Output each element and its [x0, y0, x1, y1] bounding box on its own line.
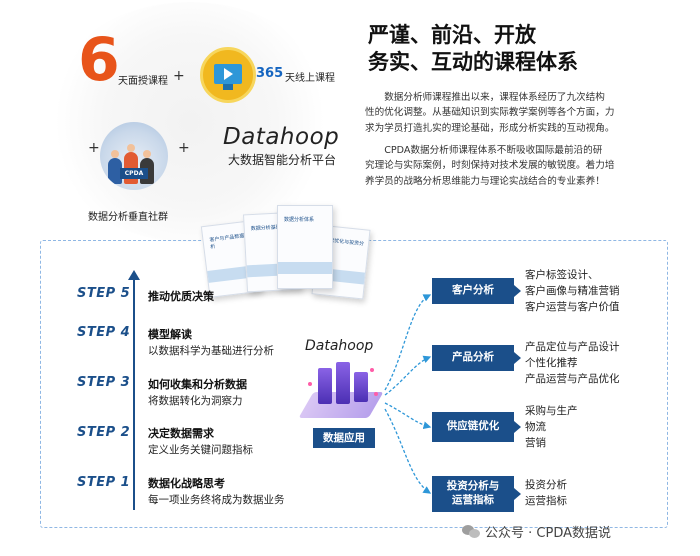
step-3-label: STEP 3 [77, 375, 131, 390]
intro-paragraph-2: CPDA数据分析师课程体系不断吸收国际最前沿的研 究理论与实际案例，时刻保持对技… [365, 143, 683, 189]
step-2-title: 决定数据需求 [148, 427, 214, 440]
pointer-icon [514, 488, 521, 500]
step-1-title: 数据化战略思考 [148, 477, 225, 490]
plus-sign-1: + [173, 68, 185, 84]
step-1-desc: 每一项业务终将成为数据业务 [148, 494, 285, 506]
module-product-features: 产品定位与产品设计 个性化推荐 产品运营与产品优化 [525, 340, 620, 387]
module-product-analysis: 产品分析 [432, 345, 514, 371]
pointer-icon [514, 352, 521, 364]
feature-item: 客户标签设计、 [525, 269, 599, 281]
feature-item: 运营指标 [525, 494, 567, 507]
feature-item: 客户画像与精准营销 [525, 284, 620, 297]
pointer-icon [514, 421, 521, 433]
module-investment-analysis: 投资分析与 运营指标 [432, 476, 514, 512]
community-badge: CPDA [120, 168, 148, 179]
pointer-icon [514, 285, 521, 297]
feature-item: 客户运营与客户价值 [525, 300, 620, 313]
step-5-title: 推动优质决策 [148, 290, 214, 303]
intro-paragraph-1: 数据分析师课程推出以来，课程体系经历了九次结构 性的优化调整。从基础知识到实际教… [365, 90, 683, 136]
module-name-line: 运营指标 [452, 494, 494, 506]
para2-line: 养学员的战略分析思维能力与理论实战结合的专业素养！ [365, 175, 605, 187]
feature-item: 个性化推荐 [525, 356, 578, 369]
wechat-icon [462, 524, 480, 539]
para1-line: 数据分析师课程推出以来，课程体系经历了九次结构 [384, 92, 605, 103]
module-customer-features: 客户标签设计、 客户画像与精准营销 客户运营与客户价值 [525, 268, 620, 315]
background-globe [40, 2, 340, 242]
feature-item: 产品运营与产品优化 [525, 372, 620, 385]
server-icon [298, 362, 384, 422]
connector-arrows [384, 294, 432, 494]
book-stack: 客户与产品数据分析 运营优化与投资分析 数据分析基础 数据分析体系 [200, 205, 375, 315]
community-icon: CPDA [100, 122, 168, 190]
days-number: 6 [78, 25, 120, 95]
module-supply-chain: 供应链优化 [432, 412, 514, 442]
step-3-title: 如何收集和分析数据 [148, 378, 247, 391]
para1-line: 性的优化调整。从基础知识到实际教学案例等各个方面，力 [365, 107, 615, 119]
step-5-label: STEP 5 [77, 286, 131, 301]
plus-sign-3: + [178, 140, 190, 156]
step-3-desc: 将数据转化为洞察力 [148, 395, 243, 407]
timeline-axis [133, 278, 135, 510]
datahoop-subtitle: 大数据智能分析平台 [228, 153, 337, 167]
headline-line-2: 务实、互动的课程体系 [368, 50, 578, 75]
module-customer-analysis: 客户分析 [432, 278, 514, 304]
module-investment-features: 投资分析 运营指标 [525, 478, 567, 510]
plus-sign-2: + [88, 140, 100, 156]
step-2-desc: 定义业务关键问题指标 [148, 444, 253, 456]
step-2-label: STEP 2 [77, 425, 131, 440]
step-1-label: STEP 1 [77, 475, 131, 490]
center-datahoop-logo: Datahoop [305, 338, 374, 354]
feature-item: 营销 [525, 436, 546, 449]
feature-item: 投资分析 [525, 479, 567, 491]
data-application-label: 数据应用 [313, 428, 375, 448]
feature-item: 物流 [525, 420, 546, 433]
datahoop-logo: Datahoop [223, 124, 340, 150]
watermark: 公众号 · CPDA数据说 [462, 522, 611, 541]
step-4-label: STEP 4 [77, 325, 131, 340]
feature-item: 采购与生产 [525, 405, 578, 417]
para1-line: 求为学员打造扎实的理论基础，形成分析实践的互动视角。 [365, 122, 615, 134]
days-text: 天面授课程 [118, 76, 168, 87]
para2-line: CPDA数据分析师课程体系不断吸收国际最前沿的研 [384, 145, 603, 156]
book-cover: 数据分析体系 [277, 205, 333, 289]
book-title: 数据分析体系 [284, 217, 315, 223]
monitor-icon [200, 47, 256, 103]
headline: 严谨、前沿、开放 务实、互动的课程体系 [368, 22, 578, 77]
timeline-arrow-icon [128, 270, 140, 280]
watermark-text: 公众号 · CPDA数据说 [485, 526, 611, 541]
step-4-title: 模型解读 [148, 328, 192, 341]
step-4-desc: 以数据科学为基础进行分析 [148, 345, 274, 357]
community-label: 数据分析垂直社群 [88, 212, 168, 223]
para2-line: 究理论与实际案例，时刻保持对技术发展的敏锐度。着力培 [365, 160, 615, 172]
online-days-text: 天线上课程 [285, 73, 335, 84]
feature-item: 产品定位与产品设计 [525, 341, 620, 353]
headline-line-1: 严谨、前沿、开放 [368, 23, 536, 47]
online-days-number: 365 [256, 66, 284, 81]
module-name-line: 投资分析与 [446, 480, 500, 493]
module-supply-chain-features: 采购与生产 物流 营销 [525, 404, 578, 451]
